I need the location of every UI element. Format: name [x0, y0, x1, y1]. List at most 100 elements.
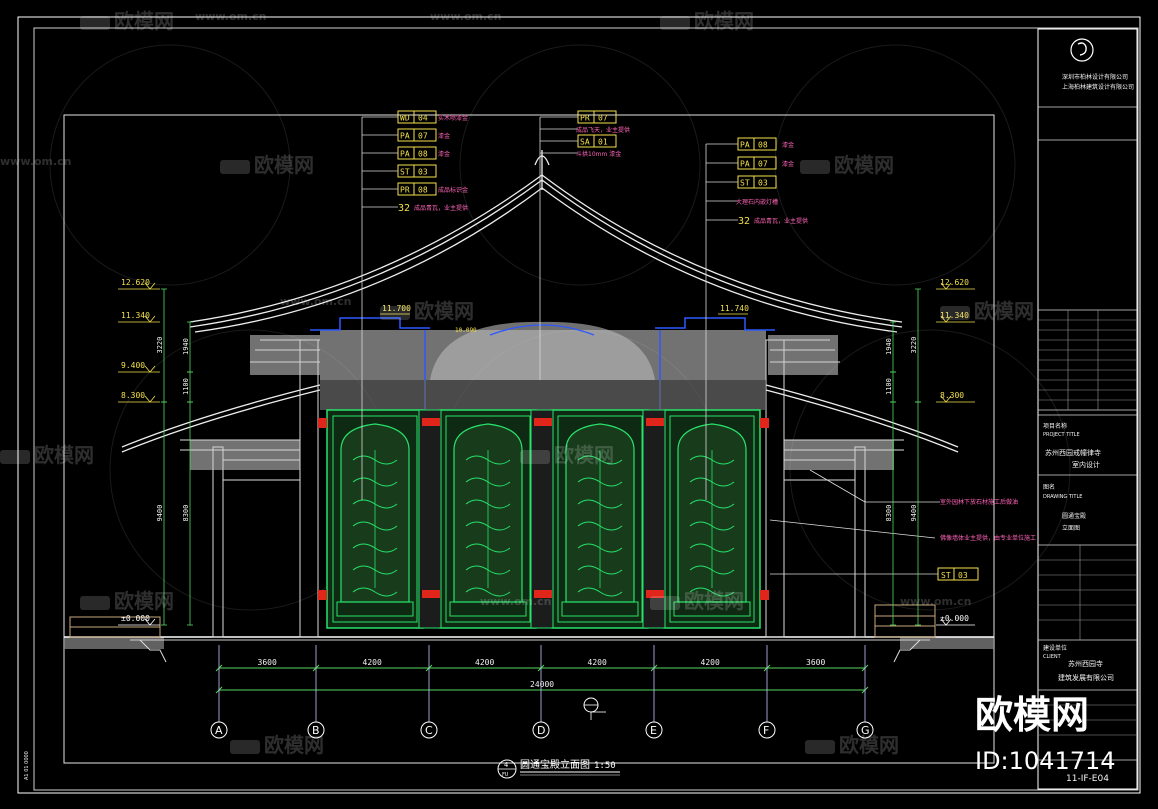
side-note-1: 室外园林下放石材施工后做油	[940, 498, 1018, 506]
level-marker: ±0.000	[936, 614, 975, 626]
section-mark	[583, 697, 606, 720]
central-dome	[430, 321, 655, 380]
watermark-text: 欧模网	[839, 733, 899, 757]
altar-panel	[326, 409, 424, 629]
callout-left-item: PR 08 成品标识金	[397, 182, 468, 196]
drawing-title-text: 圆通宝殿立面图	[520, 758, 590, 771]
grid-axis: F	[758, 645, 776, 739]
lower-roof	[121, 384, 959, 453]
tb-drawing-name1: 圆通宝殿	[1062, 512, 1086, 520]
bay-dim-label: 4200	[588, 658, 607, 667]
watermark-text: 欧模网	[34, 443, 94, 467]
callout-num: 07	[758, 160, 768, 169]
level-marker: 11.340	[118, 311, 160, 323]
vertical-dim-label: 1100	[885, 378, 893, 395]
bay-dim-label: 3600	[806, 658, 825, 667]
watermark-brand: 欧模网	[80, 9, 174, 33]
watermark-text: 欧模网	[414, 299, 474, 323]
tb-client-name1: 苏州西园寺	[1068, 659, 1103, 668]
level-value: 11.340	[940, 311, 969, 320]
grid-axis: B	[307, 645, 325, 739]
callout-note: 成品青瓦，业主提供	[414, 204, 468, 212]
tb-company-line1: 深圳市柏林设计有限公司	[1062, 73, 1128, 81]
callout-num: 08	[418, 186, 428, 195]
watermark-text: 欧模网	[114, 9, 174, 33]
watermark-text: 欧模网	[834, 153, 894, 177]
level-marker: 8.300	[936, 391, 975, 403]
level-value: 12.620	[121, 278, 150, 287]
altar-panel	[551, 409, 649, 629]
watermark-brand: 欧模网	[940, 299, 1034, 323]
callout-leaders	[361, 116, 738, 500]
vertical-dim-label: 9400	[910, 505, 918, 522]
red-accents	[318, 418, 769, 600]
title-mark-number: 4	[504, 761, 508, 769]
watermark-text: 欧模网	[974, 299, 1034, 323]
callout-code: 32	[738, 216, 750, 227]
bay-dim-label: 4200	[701, 658, 720, 667]
callout-num: 08	[418, 150, 428, 159]
level-value: 8.300	[121, 391, 145, 400]
grid-axis-label: A	[215, 724, 223, 737]
vertical-dim-label: 8300	[885, 505, 893, 522]
grid-axis-label: E	[650, 724, 657, 737]
callout-num: 04	[418, 114, 428, 123]
callout-note: 漆金	[782, 160, 794, 168]
vertical-dim-label: 8300	[182, 505, 190, 522]
watermark-site: www.om.cn	[430, 10, 502, 23]
watermark-site: www.om.cn	[900, 595, 972, 608]
tb-drawing-label-en: DRAWING TITLE	[1043, 494, 1082, 500]
tb-drawing-name2: 立面图	[1062, 524, 1080, 532]
watermark-brand: 欧模网	[800, 153, 894, 177]
drawing-title: 4 FU 圆通宝殿立面图 1:50	[497, 758, 620, 779]
side-notes: 室外园林下放石材施工后做油 佛像墙体业主提供，由专业单位施工 ST 03	[769, 469, 1036, 581]
callout-code: 32	[398, 203, 410, 214]
watermark-text: 欧模网	[684, 589, 744, 613]
level-value: 9.400	[121, 361, 145, 370]
watermark-brand: 欧模网	[230, 733, 324, 757]
vertical-dim-label: 3220	[910, 337, 918, 354]
callout-note: 成品飞天，业主提供	[576, 126, 630, 134]
vertical-dim-label: 1940	[885, 338, 893, 355]
grid-axis: A	[210, 645, 228, 739]
callout-code: PR	[400, 186, 410, 195]
vertical-dim-label: 1940	[182, 338, 190, 355]
grid-axis: D	[532, 645, 550, 739]
tb-project-label-en: PROJECT TITLE	[1043, 432, 1080, 438]
callout-code: PA	[400, 132, 410, 141]
level-marker: 8.300	[118, 391, 160, 403]
vertical-dim-label: 9400	[156, 505, 164, 522]
watermark-site: www.om.cn	[480, 595, 552, 608]
grid-axis-label: F	[763, 724, 769, 737]
callout-note: 成品标识金	[438, 186, 468, 194]
grid-axis: C	[420, 645, 438, 739]
watermark-text: 欧模网	[694, 9, 754, 33]
callout-left-item: 32 成品青瓦，业主提供	[398, 203, 468, 214]
watermark-site: www.om.cn	[0, 155, 72, 168]
altar-panel	[663, 409, 761, 629]
callout-right-item: 大理石内嵌灯槽	[736, 198, 778, 206]
callout-note: 斗拱10mm 漆金	[576, 150, 621, 158]
watermark-site: www.om.cn	[280, 295, 352, 308]
grid-axis: E	[645, 645, 663, 739]
altar-panels	[326, 409, 761, 629]
title-block: 深圳市柏林设计有限公司 上海柏林建筑设计有限公司 项目名称 PROJECT TI…	[24, 28, 1138, 790]
watermark-brand: 欧模网	[380, 299, 474, 323]
total-dim-label: 24000	[530, 680, 554, 689]
corner-brand: 欧模网 ID:1041714	[975, 693, 1116, 775]
watermarks: 欧模网欧模网欧模网欧模网欧模网欧模网欧模网欧模网欧模网欧模网欧模网欧模网www.…	[0, 9, 1034, 757]
watermark-brand: 欧模网	[520, 443, 614, 467]
level-marker: 9.400	[118, 361, 160, 373]
grid-axis-label: D	[537, 724, 545, 737]
watermark-text: 欧模网	[554, 443, 614, 467]
st-tag-code: ST	[941, 571, 951, 580]
